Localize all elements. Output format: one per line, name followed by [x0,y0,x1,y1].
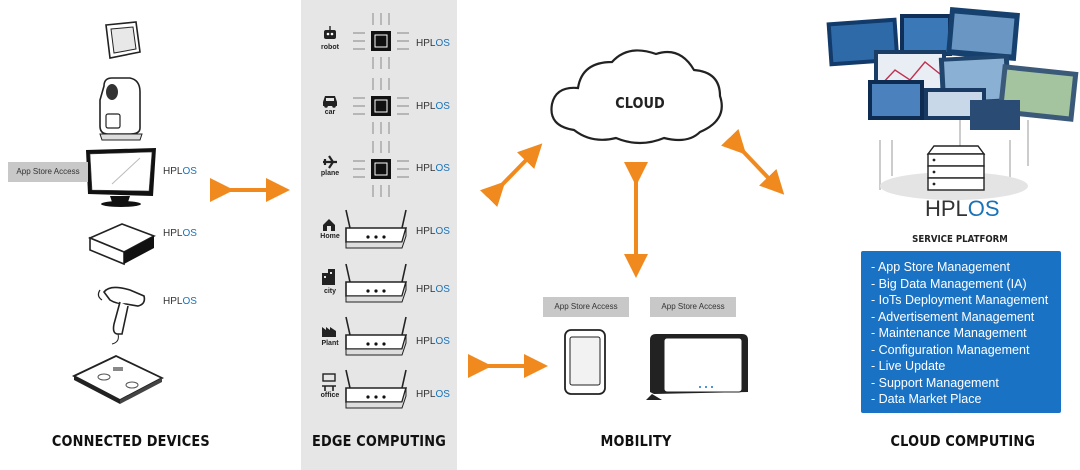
service-item: - IoTs Deployment Management [871,293,1049,307]
service-item: - Big Data Management (IA) [871,276,1027,291]
hpl-os-logo: HPLOS [416,226,450,237]
service-item: - Data Market Place [871,392,982,406]
service-item: - App Store Management [871,260,1010,274]
cloud-icon [550,49,723,145]
hpl-os-logo: HPLOS [163,228,197,239]
hpl-os-logo: HPLOS [416,389,450,400]
chip-icon [353,141,409,197]
app-store-badge-devices: App Store Access [8,162,88,182]
router-icon [345,369,408,409]
arrow-edge-cloud [480,143,543,207]
set-top-box-icon [87,223,156,266]
router-icon [345,263,408,303]
hair-dryer-icon [97,286,146,345]
arrow-cloud-computing [721,129,785,195]
plant-icon [322,327,336,337]
office-icon [322,373,336,391]
hpl-os-logo: HPLOS [416,284,450,295]
service-item: - Configuration Management [871,342,1030,357]
home-icon [323,219,335,231]
chip-icon [353,13,409,69]
chip-icon [353,78,409,134]
coffee-machine-icon [99,77,143,141]
hpl-os-logo: HPLOS [416,336,450,347]
edge-label-robot: robot [321,44,339,51]
tablet-icon [646,334,748,400]
hpl-os-logo: HPLOS [416,101,450,112]
section-title-mobility: MOBILITY [600,432,672,450]
service-item: - Support Management [871,375,999,390]
robot-icon [324,26,336,39]
edge-label-office: office [320,392,340,399]
hpl-os-logo-large: HPLOS [925,196,1000,221]
monitor-icon [86,148,156,207]
router-icon [345,316,408,356]
service-platform-title: SERVICE PLATFORM [912,234,1008,245]
cloud-label: CLOUD [615,94,665,112]
phone-icon [564,329,606,395]
app-store-badge-tablet: App Store Access [650,297,736,317]
city-icon [322,269,335,285]
plane-icon [323,155,337,169]
server-icon [926,145,986,191]
edge-label-car: car [324,109,336,116]
hpl-os-logo: HPLOS [416,163,450,174]
app-store-badge-phone: App Store Access [543,297,629,317]
service-platform-panel: - App Store Management - Big Data Manage… [861,251,1061,413]
hpl-os-logo: HPLOS [416,38,450,49]
edge-label-plant: Plant [321,340,339,347]
service-item: - Advertisement Management [871,309,1035,324]
service-item: - Maintenance Management [871,326,1027,340]
car-icon [323,96,337,108]
dashboard-screens-icon [826,7,1079,200]
router-icon [345,209,408,249]
scale-icon [71,355,165,404]
edge-label-city: city [323,288,337,295]
edge-label-plane: plane [320,170,340,177]
section-title-connected-devices: CONNECTED DEVICES [51,432,210,450]
hpl-os-logo: HPLOS [163,166,197,177]
section-title-edge-computing: EDGE COMPUTING [311,432,446,450]
touchscreen-icon [105,21,141,59]
service-item: - Live Update [871,359,946,373]
hpl-os-logo: HPLOS [163,296,197,307]
section-title-cloud-computing: CLOUD COMPUTING [890,432,1036,450]
edge-label-home: Home [320,233,340,240]
